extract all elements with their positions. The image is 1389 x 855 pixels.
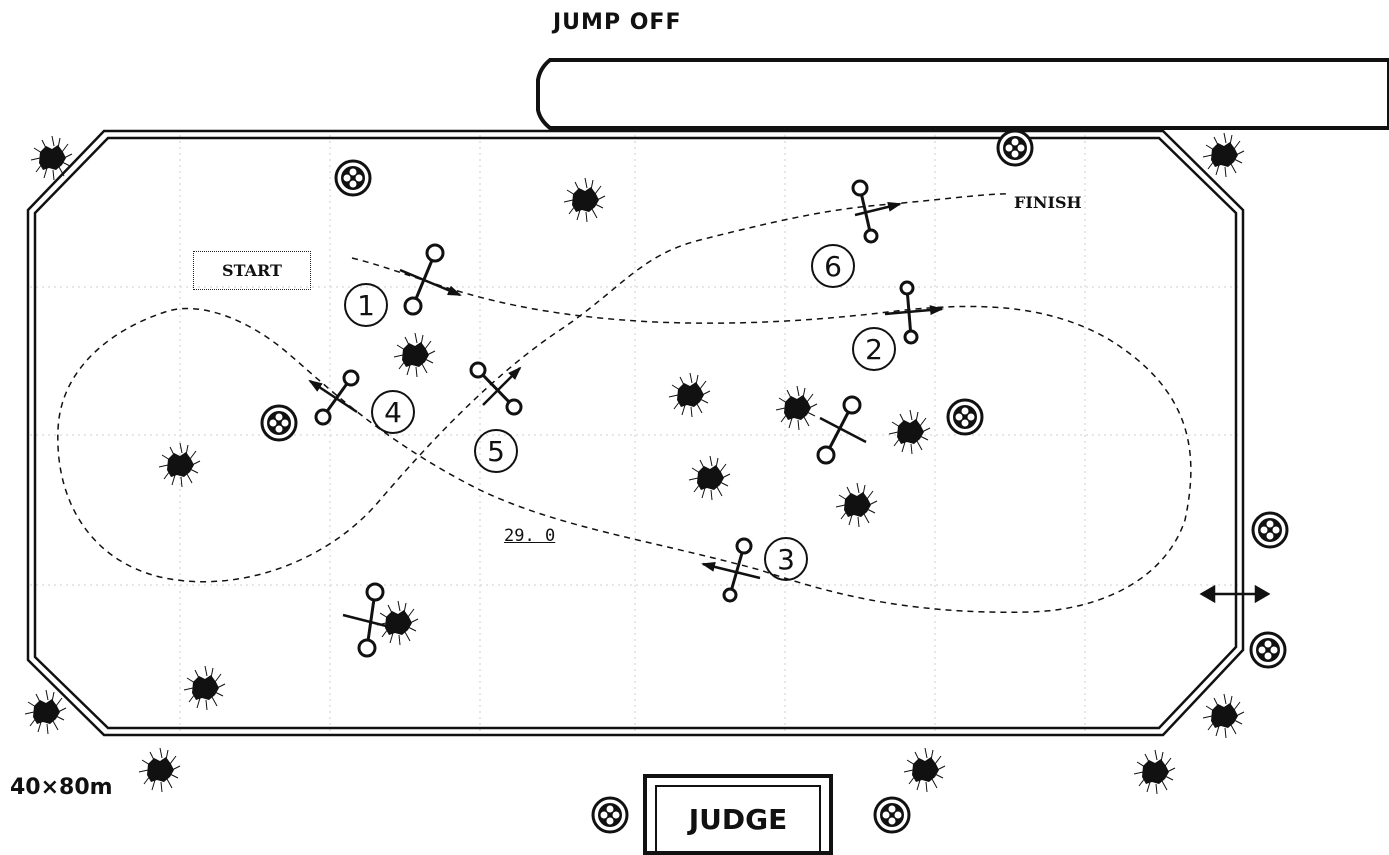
jump-fence-icon xyxy=(357,582,385,658)
finish-label: FINISH xyxy=(1014,193,1082,212)
fence-pole xyxy=(819,416,867,444)
direction-arrow xyxy=(854,201,902,217)
jump-fence-icon xyxy=(816,395,862,465)
obstacle-number-2: 2 xyxy=(852,327,896,371)
start-label: START xyxy=(193,251,311,290)
direction-arrow xyxy=(701,562,761,580)
arena-size-label: 40×80m xyxy=(10,775,113,800)
obstacle-number-5: 5 xyxy=(474,429,518,473)
two-way-arrow-icon xyxy=(1199,584,1271,604)
direction-arrow xyxy=(399,268,462,297)
obstacle-number-3: 3 xyxy=(764,537,808,581)
fence-pole xyxy=(342,613,395,630)
jump-fence-icon xyxy=(469,361,523,416)
arena-fence-outer xyxy=(26,129,1245,737)
time-allowed: 29. 0 xyxy=(504,526,556,546)
direction-arrow xyxy=(308,379,358,414)
direction-arrow xyxy=(482,366,522,406)
jump-fence-icon xyxy=(851,179,879,244)
judge-label: JUDGE xyxy=(655,785,821,851)
direction-arrow xyxy=(884,305,944,316)
jump-off-banner xyxy=(536,58,1389,130)
jump-fence-icon xyxy=(722,537,753,603)
judge-box: JUDGE xyxy=(643,774,833,855)
arena-fence-inner xyxy=(33,136,1238,730)
obstacle-number-4: 4 xyxy=(371,390,415,434)
obstacle-number-6: 6 xyxy=(811,244,855,288)
obstacle-number-1: 1 xyxy=(344,283,388,327)
diagram-title: JUMP OFF xyxy=(553,10,682,35)
